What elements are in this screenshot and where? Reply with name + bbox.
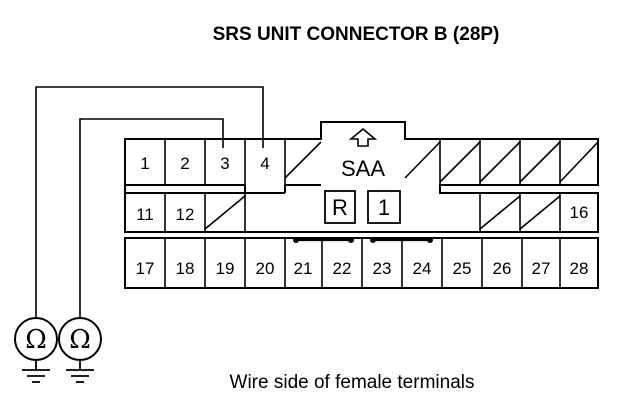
pin-label: 24 bbox=[413, 259, 432, 278]
pin-label: 1 bbox=[140, 154, 149, 173]
diagram-caption: Wire side of female terminals bbox=[230, 372, 475, 393]
ohm-symbol: Ω bbox=[69, 325, 91, 355]
pin-label: 19 bbox=[216, 259, 235, 278]
ground-icon bbox=[66, 360, 94, 383]
pin-label: 17 bbox=[136, 259, 155, 278]
r-box-label: R bbox=[332, 195, 348, 220]
pin-label: 26 bbox=[493, 259, 512, 278]
row1-unused-pins bbox=[284, 141, 599, 183]
row1-grid bbox=[164, 139, 561, 185]
row2-unused-pins bbox=[204, 195, 561, 230]
pin-label: 16 bbox=[570, 203, 589, 222]
ohmmeter-icon: Ω bbox=[14, 317, 58, 361]
pin-label: 23 bbox=[373, 259, 392, 278]
ohmmeter-icon: Ω bbox=[58, 317, 102, 361]
test-wires bbox=[35, 86, 264, 318]
row2-labels: 11 12 16 bbox=[136, 203, 588, 224]
pin-label: 20 bbox=[256, 259, 275, 278]
r-box bbox=[324, 190, 356, 224]
key-label: SAA bbox=[341, 156, 385, 181]
up-arrow-icon bbox=[348, 127, 378, 147]
pin-label: 25 bbox=[453, 259, 472, 278]
pin-label: 12 bbox=[176, 205, 195, 224]
row3-grid bbox=[164, 238, 561, 288]
one-box bbox=[367, 190, 401, 224]
ground-icon bbox=[22, 360, 50, 383]
pin-label: 22 bbox=[333, 259, 352, 278]
row3-labels: 17 18 19 20 21 22 23 24 25 26 27 28 bbox=[136, 259, 589, 278]
row2-grid bbox=[164, 193, 561, 232]
diagram-title: SRS UNIT CONNECTOR B (28P) bbox=[213, 24, 500, 45]
one-box-label: 1 bbox=[378, 195, 390, 220]
shorting-bars bbox=[293, 237, 433, 243]
row1-labels: 1 2 3 4 bbox=[140, 154, 269, 173]
pin-label: 21 bbox=[294, 259, 313, 278]
pin-label: 4 bbox=[260, 154, 269, 173]
pin-label: 3 bbox=[220, 154, 229, 173]
ohm-symbol: Ω bbox=[25, 325, 47, 355]
pin-label: 28 bbox=[570, 259, 589, 278]
pin-label: 11 bbox=[136, 205, 154, 224]
pin-label: 18 bbox=[176, 259, 195, 278]
pin-label: 27 bbox=[532, 259, 551, 278]
pin-label: 2 bbox=[180, 154, 189, 173]
